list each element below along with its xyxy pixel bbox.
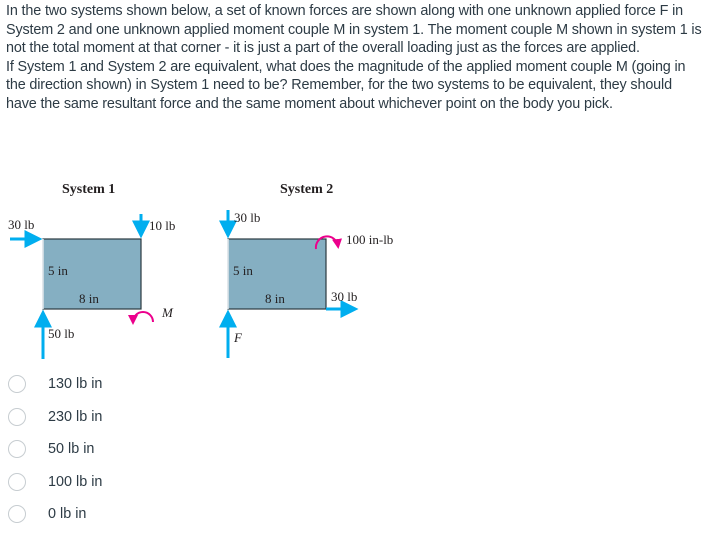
question-paragraph-2: If System 1 and System 2 are equivalent,…: [6, 58, 686, 112]
answer-option-0[interactable]: 0 lb in: [8, 502, 86, 526]
system1-plate: [42, 238, 142, 310]
system1-force-top-right-label: 10 lb: [149, 218, 176, 233]
answer-option-50[interactable]: 50 lb in: [8, 437, 94, 461]
answer-option-130[interactable]: 130 lb in: [8, 372, 102, 396]
system2-plate: [227, 238, 327, 310]
system2-width-label: 8 in: [265, 291, 285, 306]
system1-force-left-label: 30 lb: [8, 217, 35, 232]
systems-diagram: [10, 210, 359, 359]
system2-height-label: 5 in: [233, 263, 253, 278]
answer-label: 230 lb in: [48, 409, 103, 425]
radio-button[interactable]: [8, 505, 26, 523]
system2-moment-label: 100 in-lb: [346, 232, 394, 247]
system2-title: System 2: [280, 182, 334, 197]
answer-label: 100 lb in: [48, 474, 103, 490]
answer-label: 50 lb in: [48, 441, 95, 457]
radio-button[interactable]: [8, 408, 26, 426]
system2-force-top-label: 30 lb: [234, 210, 261, 225]
radio-button[interactable]: [8, 440, 26, 458]
systems-figure: System 1 30 lb 10 lb 5 in 8 in 50 lb M S…: [0, 170, 420, 365]
question-paragraph-1: In the two systems shown below, a set of…: [6, 3, 702, 56]
system1-moment-arrow-icon: [128, 311, 154, 325]
system1-moment-label: M: [162, 305, 173, 320]
answer-label: 0 lb in: [48, 506, 87, 522]
system1-width-label: 8 in: [79, 291, 99, 306]
answer-option-230[interactable]: 230 lb in: [8, 405, 102, 429]
system2-F-label: F: [234, 330, 242, 345]
radio-button[interactable]: [8, 473, 26, 491]
question-text: In the two systems shown below, a set of…: [6, 2, 706, 113]
radio-button[interactable]: [8, 375, 26, 393]
answer-label: 130 lb in: [48, 376, 103, 392]
answer-option-100[interactable]: 100 lb in: [8, 470, 102, 494]
system2-force-right-label: 30 lb: [331, 289, 358, 304]
system1-title: System 1: [62, 182, 116, 197]
system2-moment-arrow-icon: [314, 235, 342, 250]
system1-height-label: 5 in: [48, 263, 68, 278]
system1-force-bottom-label: 50 lb: [48, 326, 75, 341]
